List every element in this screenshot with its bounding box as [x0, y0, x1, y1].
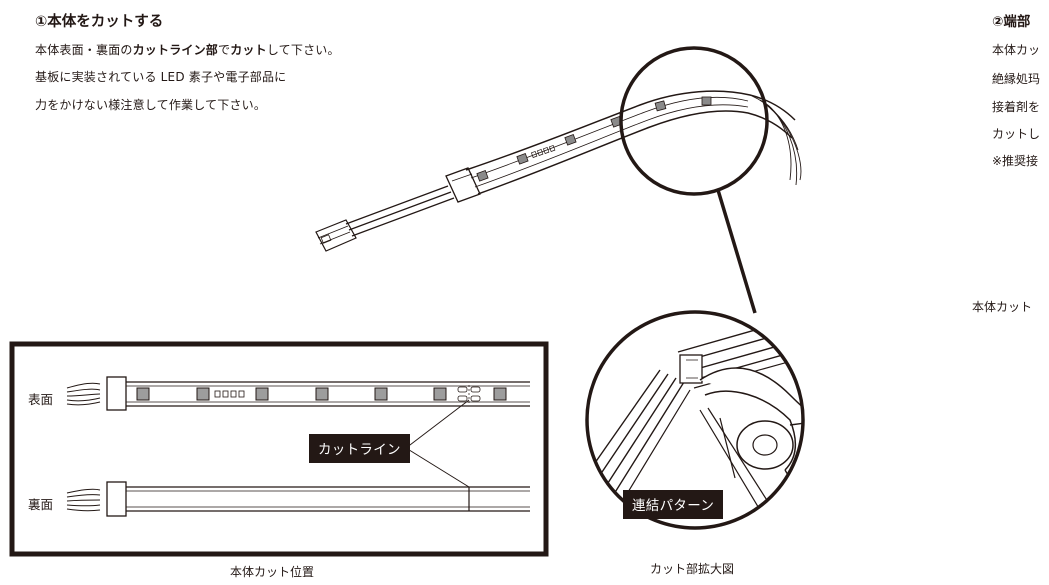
step2-line-5: ※推奨接	[992, 154, 1039, 168]
zoom-caption: カット部拡大図	[650, 562, 735, 576]
cut-position-caption: 本体カット位置	[230, 565, 315, 579]
step1-line1-segment: で	[218, 43, 231, 57]
step1-line1-segment: して下さい。	[266, 43, 340, 57]
step1-line2: 基板に実装されている LED 素子や電子部品に	[35, 70, 287, 84]
step1-line1-segment: 本体表面・裏面の	[35, 43, 133, 57]
connector-plug	[315, 219, 357, 252]
diagram-frame	[9, 341, 549, 557]
step2-line-4: カットし	[992, 127, 1041, 141]
back-strip	[66, 481, 530, 517]
step2-figure-label: 本体カット	[972, 300, 1033, 314]
step2-line-2: 絶縁処玛	[992, 72, 1041, 86]
front-strip	[66, 376, 530, 411]
step1-line1: 本体表面・裏面のカットライン部でカットして下さい。	[35, 41, 340, 58]
step1-title: ①本体をカットする	[35, 14, 164, 30]
connection-pattern-tag: 連結パターン	[623, 490, 724, 519]
zoom-circle-illustration	[585, 310, 805, 530]
end-cap	[445, 167, 481, 203]
step2-line-3: 接着剤を	[992, 100, 1041, 114]
cut-line-tag: カットライン	[309, 434, 410, 463]
magnifier-circle-top	[619, 46, 769, 196]
magnifier-circle-zoom	[585, 310, 805, 530]
back-side-label: 裏面	[28, 497, 54, 512]
step1-line1-segment: カットライン部	[132, 43, 219, 57]
led-strip-illustration	[315, 46, 802, 314]
step2-line-1: 本体カッ	[992, 43, 1041, 57]
zoom-leader-line	[716, 189, 757, 314]
cut-position-diagram	[9, 341, 549, 557]
front-side-label: 表面	[28, 392, 54, 407]
step1-line3: 力をかけない様注意して作業して下さい。	[35, 98, 267, 112]
step1-line1-segment: カット	[230, 43, 267, 57]
step2-title: ②端部	[992, 14, 1031, 30]
